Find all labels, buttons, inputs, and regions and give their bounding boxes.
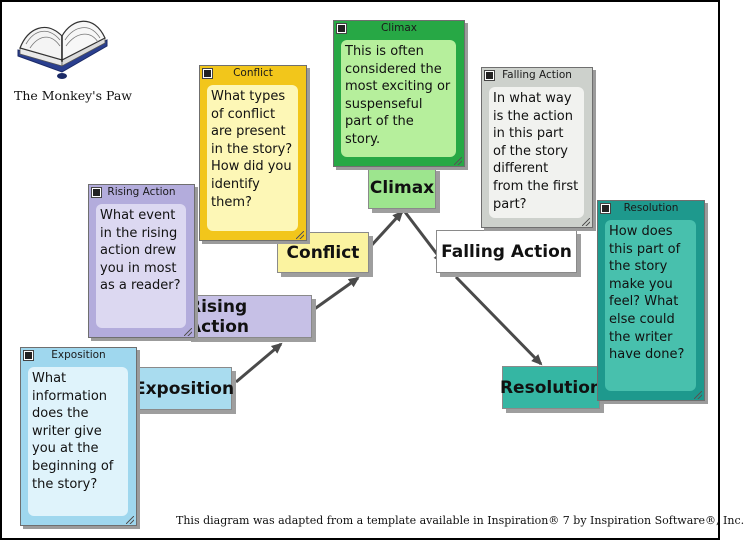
slide-frame	[0, 0, 720, 540]
note-header: Climax	[380, 22, 418, 34]
note-icon	[91, 187, 102, 198]
note-text: What event in the rising action drew you…	[96, 204, 186, 328]
note-header: Resolution	[623, 202, 679, 214]
note-icon	[484, 70, 495, 81]
stage-rising-action: Rising Action	[187, 295, 312, 338]
open-book-icon	[17, 20, 108, 79]
resize-grip-icon[interactable]	[454, 157, 462, 165]
note-icon	[23, 350, 34, 361]
note-falling-action[interactable]: Falling Action In what way is the action…	[481, 67, 593, 228]
note-climax[interactable]: Climax This is often considered the most…	[333, 20, 465, 167]
note-header: Conflict	[233, 67, 273, 79]
resize-grip-icon[interactable]	[694, 391, 702, 399]
note-header: Exposition	[51, 349, 106, 361]
stage-climax: Climax	[368, 167, 436, 209]
plot-arrows	[235, 210, 543, 384]
note-exposition[interactable]: Exposition What information does the wri…	[20, 347, 137, 526]
stage-resolution: Resolution	[500, 366, 602, 409]
stage-exposition: Exposition	[134, 367, 234, 410]
note-header: Rising Action	[107, 186, 176, 198]
note-icon	[202, 68, 213, 79]
resize-grip-icon[interactable]	[126, 516, 134, 524]
resize-grip-icon[interactable]	[296, 231, 304, 239]
note-conflict[interactable]: Conflict What types of conflict are pres…	[199, 65, 307, 241]
arrow-rising-to-conflict	[312, 276, 360, 312]
arrow-conflict-to-climax	[368, 210, 404, 249]
arrow-exposition-to-rising	[235, 342, 283, 384]
note-text: This is often considered the most exciti…	[341, 40, 456, 157]
note-icon	[600, 203, 611, 214]
note-text: In what way is the action in this part o…	[489, 87, 584, 218]
note-text: How does this part of the story make you…	[605, 220, 696, 391]
story-title: The Monkey's Paw	[14, 88, 132, 103]
note-resolution[interactable]: Resolution How does this part of the sto…	[597, 200, 705, 401]
resize-grip-icon[interactable]	[582, 218, 590, 226]
credit-line: This diagram was adapted from a template…	[176, 514, 744, 527]
note-header: Falling Action	[502, 69, 572, 81]
note-icon	[336, 23, 347, 34]
note-text: What types of conflict are present in th…	[207, 85, 298, 231]
resize-grip-icon[interactable]	[184, 328, 192, 336]
stage-falling-action: Falling Action	[436, 230, 577, 273]
note-text: What information does the writer give yo…	[28, 367, 128, 516]
note-rising-action[interactable]: Rising Action What event in the rising a…	[88, 184, 195, 338]
arrow-falling-to-resolution	[454, 275, 543, 366]
